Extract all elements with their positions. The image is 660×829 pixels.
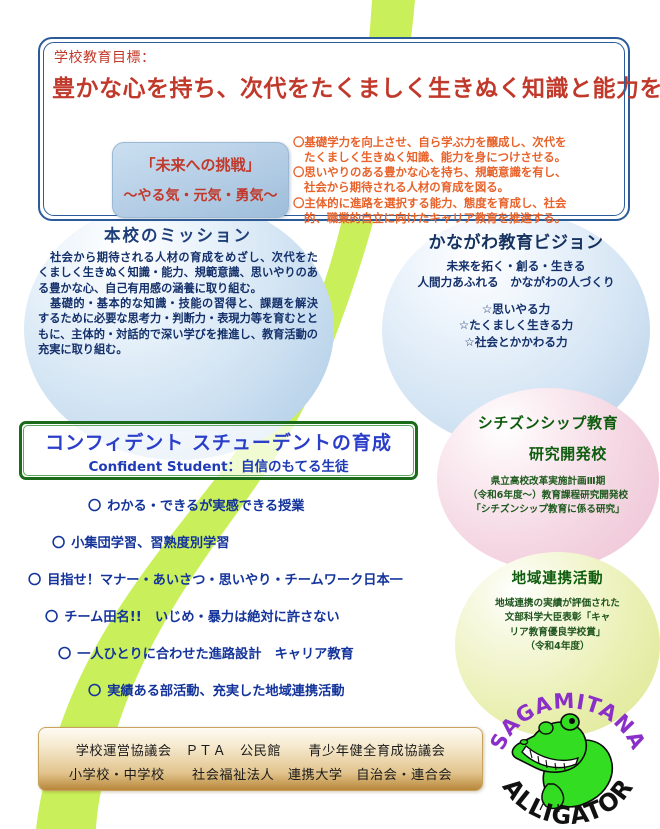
goal-item: 〇思いやりのある豊かな心を持ち、規範意識を有し、 社会から期待される人材の育成を… xyxy=(293,165,623,195)
citizenship-title-line-2: 研究開発校 xyxy=(528,445,607,463)
alligator-figure xyxy=(511,713,614,814)
bullet-ring-icon: 〇 xyxy=(28,573,42,588)
initiative-text: 小集団学習、習熟度別学習 xyxy=(71,536,230,551)
vision-spacer xyxy=(385,291,647,301)
alligator-teeth xyxy=(529,749,566,771)
confident-student-box: コンフィデント スチューデントの育成 Confident Student：自信の… xyxy=(19,421,418,480)
citizenship-education-section: シチズンシップ教育 研究開発校 県立高校改革実施計画Ⅲ期 （令和6年度～）教育課… xyxy=(437,412,659,517)
confident-student-japanese: コンフィデント スチューデントの育成 xyxy=(45,432,392,454)
community-sub-3: リア教育優良学校賞」 xyxy=(509,626,606,638)
goal-items-list: 〇基礎学力を向上させ、自ら学ぶ力を醸成し、次代を たくましく生きぬく知識、能力を… xyxy=(293,135,623,226)
goal-item: 〇基礎学力を向上させ、自ら学ぶ力を醸成し、次代を たくましく生きぬく知識、能力を… xyxy=(293,135,623,165)
goal-item-line2: 的、職業的自立に向けたキャリア教育を推進する。 xyxy=(304,210,566,225)
mission-paragraph-1: 社会から期待される人材の育成をめざし、次代をたくましく生きぬく知識・能力、規範意… xyxy=(38,251,318,295)
initiative-item: 〇チーム田名!! いじめ・暴力は絶対に許さない xyxy=(0,606,470,625)
goal-item-marker-icon: 〇 xyxy=(293,195,305,210)
goal-item-line2: 社会から期待される人材の育成を図る。 xyxy=(304,180,510,195)
vision-line-1: 未来を拓く・創る・生きる xyxy=(446,259,586,273)
goal-label: 学校教育目標： xyxy=(54,50,156,66)
goal-item-line2: たくましく生きぬく知識、能力を身につけさせる。 xyxy=(304,150,566,165)
goal-item-marker-icon: 〇 xyxy=(293,165,305,180)
school-motto-box: 「未来への挑戦」 ～やる気・元気・勇気～ xyxy=(112,142,289,218)
goal-item-line1: 主体的に進路を選択する能力、態度を育成し、社会 xyxy=(304,195,567,210)
citizenship-sub-1: 県立高校改革実施計画Ⅲ期 xyxy=(490,476,606,487)
community-subtext-group: 地域連携の実績が評価された 文部科学大臣表彰「キャ リア教育優良学校賞」 （令和… xyxy=(455,597,660,655)
initiative-text: 目指せ！マナー・あいさつ・思いやり・チームワーク日本一 xyxy=(47,573,403,588)
goal-item-line1: 基礎学力を向上させ、自ら学ぶ力を醸成し、次代を xyxy=(304,135,567,149)
sagamitana-alligator-logo: SAGAMITANA ALLIGATOR xyxy=(486,692,650,824)
vision-bullet-3: ☆社会とかかわる力 xyxy=(464,334,568,349)
initiative-item: 〇目指せ！マナー・あいさつ・思いやり・チームワーク日本一 xyxy=(0,569,470,588)
initiatives-bullet-list: 〇わかる・できるが実感できる授業 〇小集団学習、習熟度別学習 〇目指せ！マナー・… xyxy=(0,495,470,717)
initiative-text: わかる・できるが実感できる授業 xyxy=(107,499,305,514)
initiative-item: 〇一人ひとりに合わせた進路設計 キャリア教育 xyxy=(0,643,470,662)
initiative-text: チーム田名!! いじめ・暴力は絶対に許さない xyxy=(64,610,340,625)
bullet-ring-icon: 〇 xyxy=(58,647,72,662)
vision-bullet-2: ☆たくましく生きる力 xyxy=(458,318,574,333)
school-mission-section: 本校のミッション 社会から期待される人材の育成をめざし、次代をたくましく生きぬく… xyxy=(32,222,324,357)
partner-organizations-bar: 学校運営協議会 ＰＴＡ 公民館 青少年健全育成協議会 小学校・中学校 社会福祉法… xyxy=(38,727,483,791)
citizenship-circle-shape xyxy=(437,388,659,570)
community-circle-shape xyxy=(455,552,660,737)
initiative-item: 〇小集団学習、習熟度別学習 xyxy=(0,532,470,551)
citizenship-sub-2: （令和6年度～）教育課程研究開発校 xyxy=(467,489,629,501)
goal-item-line1: 思いやりのある豊かな心を持ち、規範意識を有し、 xyxy=(304,165,567,180)
mission-paragraph-2: 基礎的・基本的な知識・技能の習得と、課題を解決するために必要な思考力・判断力・表… xyxy=(38,297,318,357)
confident-student-english: Confident Student：自信のもてる生徒 xyxy=(88,459,349,475)
initiative-text: 一人ひとりに合わせた進路設計 キャリア教育 xyxy=(77,647,354,662)
alligator-eye xyxy=(569,718,575,724)
vision-bullet-1: ☆思いやる力 xyxy=(481,301,551,316)
goal-headline: 豊かな心を持ち、次代をたくましく生きぬく知識と能力を培う xyxy=(52,76,660,102)
citizenship-sub-3: 「シチズンシップ教育に係る研究」 xyxy=(471,503,625,515)
kanagawa-education-vision-section: かながわ教育ビジョン 未来を拓く・創る・生きる 人間力あふれる かながわの人づく… xyxy=(385,228,647,350)
community-sub-2: 文部科学大臣表彰「キャ xyxy=(504,612,611,624)
vision-title: かながわ教育ビジョン xyxy=(428,233,604,253)
community-sub-4: （令和4年度） xyxy=(525,641,590,653)
community-collaboration-section: 地域連携活動 地域連携の実績が評価された 文部科学大臣表彰「キャ リア教育優良学… xyxy=(455,567,660,655)
bullet-ring-icon: 〇 xyxy=(88,684,102,699)
goal-item-marker-icon: 〇 xyxy=(293,135,305,149)
initiative-item: 〇実績ある部活動、充実した地域連携活動 xyxy=(0,680,470,699)
goal-item: 〇主体的に進路を選択する能力、態度を育成し、社会 的、職業的自立に向けたキャリア… xyxy=(293,196,623,226)
partner-line-1: 学校運営協議会 ＰＴＡ 公民館 青少年健全育成協議会 xyxy=(75,744,446,759)
motto-sub-text: ～やる気・元気・勇気～ xyxy=(123,188,278,204)
mission-title: 本校のミッション xyxy=(104,226,252,245)
bullet-ring-icon: 〇 xyxy=(45,610,59,625)
initiative-text: 実績ある部活動、充実した地域連携活動 xyxy=(107,684,345,699)
community-sub-1: 地域連携の実績が評価された xyxy=(495,598,620,609)
initiative-item: 〇わかる・できるが実感できる授業 xyxy=(0,495,470,514)
vision-line-2: 人間力あふれる かながわの人づくり xyxy=(417,275,615,290)
partner-line-2: 小学校・中学校 社会福祉法人 連携大学 自治会・連合会 xyxy=(68,768,453,783)
citizenship-title-line-1: シチズンシップ教育 xyxy=(477,414,619,432)
alligator-claws xyxy=(539,801,560,814)
bullet-ring-icon: 〇 xyxy=(88,499,102,514)
citizenship-subtext-group: 県立高校改革実施計画Ⅲ期 （令和6年度～）教育課程研究開発校 「シチズンシップ教… xyxy=(437,475,659,517)
bullet-ring-icon: 〇 xyxy=(52,536,66,551)
community-title: 地域連携活動 xyxy=(511,571,604,587)
motto-main-text: 「未来への挑戦」 xyxy=(140,156,261,174)
school-education-goal-panel: 学校教育目標： 豊かな心を持ち、次代をたくましく生きぬく知識と能力を培う 「未来… xyxy=(38,37,660,225)
